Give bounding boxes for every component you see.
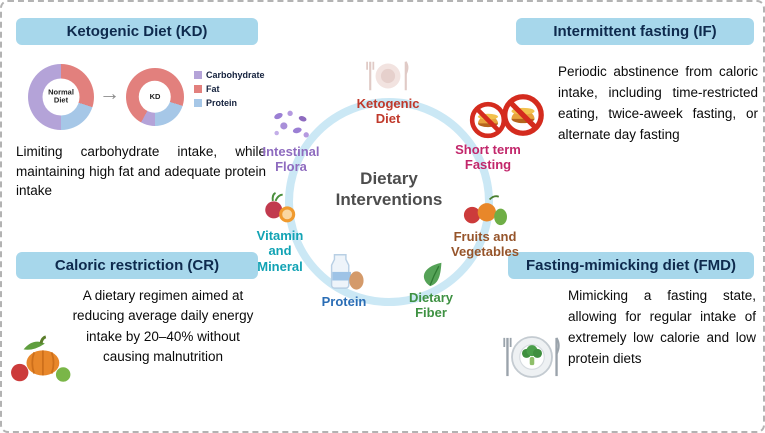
cycle-item-ketogenic-diet: Ketogenic Diet [338,58,438,127]
cycle-item-intestinal-flora: Intestinal Flora [248,108,334,175]
kd-description: Limiting carbohydrate intake, while main… [16,144,266,199]
fmd-description: Mimicking a fasting state, allowing for … [568,288,756,366]
cycle-item-protein: Protein [308,248,380,309]
fruits-icon [462,194,508,227]
panel-if-title: Intermittent fasting (IF) [516,18,754,45]
pie-normal-diet-label: Normal Diet [42,78,80,116]
cycle-label-fruits-vegetables: Fruits and Vegetables [451,229,519,260]
cycle-item-vitamin-mineral: Vitamin and Mineral [242,192,318,274]
cr-description: A dietary regimen aimed at reducing aver… [72,288,254,364]
milk-egg-icon [323,248,365,292]
legend-item-fat: Fat [194,84,265,94]
cycle-item-short-term-fasting: Short term Fasting [438,100,538,173]
center-title: Dietary Interventions [335,169,443,210]
arrow-right-icon: → [99,82,120,105]
panel-cr-title: Caloric restriction (CR) [16,252,258,279]
legend-item-carbohydrate: Carbohydrate [194,70,265,80]
legend-swatch-carbohydrate [194,71,202,79]
legend-item-protein: Protein [194,98,265,108]
panel-fmd-title: Fasting-mimicking diet (FMD) [508,252,754,279]
pie-kd-label: KD [138,80,172,114]
cycle-item-fruits-vegetables: Fruits and Vegetables [432,194,538,260]
cycle-label-protein: Protein [321,294,367,309]
pie-chart-normal-diet: Normal Diet [28,64,94,130]
cycle-label-intestinal-flora: Intestinal Flora [262,144,320,175]
no-food-icon [468,100,508,140]
vegetables-icon [8,332,72,388]
pie-legend: Carbohydrate Fat Protein [194,70,265,108]
if-description: Periodic abstinence from caloric intake,… [558,64,758,142]
cycle-label-vitamin-mineral: Vitamin and Mineral [256,228,304,274]
leaf-icon [418,260,444,288]
plate-icon [364,58,412,94]
cycle-label-ketogenic-diet: Ketogenic Diet [356,96,420,127]
cycle-label-short-term-fasting: Short term Fasting [455,142,521,173]
bacteria-icon [270,108,312,142]
panel-kd-title: Ketogenic Diet (KD) [16,18,258,45]
legend-swatch-protein [194,99,202,107]
legend-label-protein: Protein [206,98,238,108]
pie-chart-kd: KD [126,68,184,126]
cycle-ring [285,98,493,306]
cycle-item-dietary-fiber: Dietary Fiber [392,260,470,321]
legend-label-carbohydrate: Carbohydrate [206,70,265,80]
legend-swatch-fat [194,85,202,93]
legend-label-fat: Fat [206,84,220,94]
plate-broccoli-icon [502,330,562,384]
vitamin-icon [261,192,299,226]
cycle-label-dietary-fiber: Dietary Fiber [408,290,454,321]
